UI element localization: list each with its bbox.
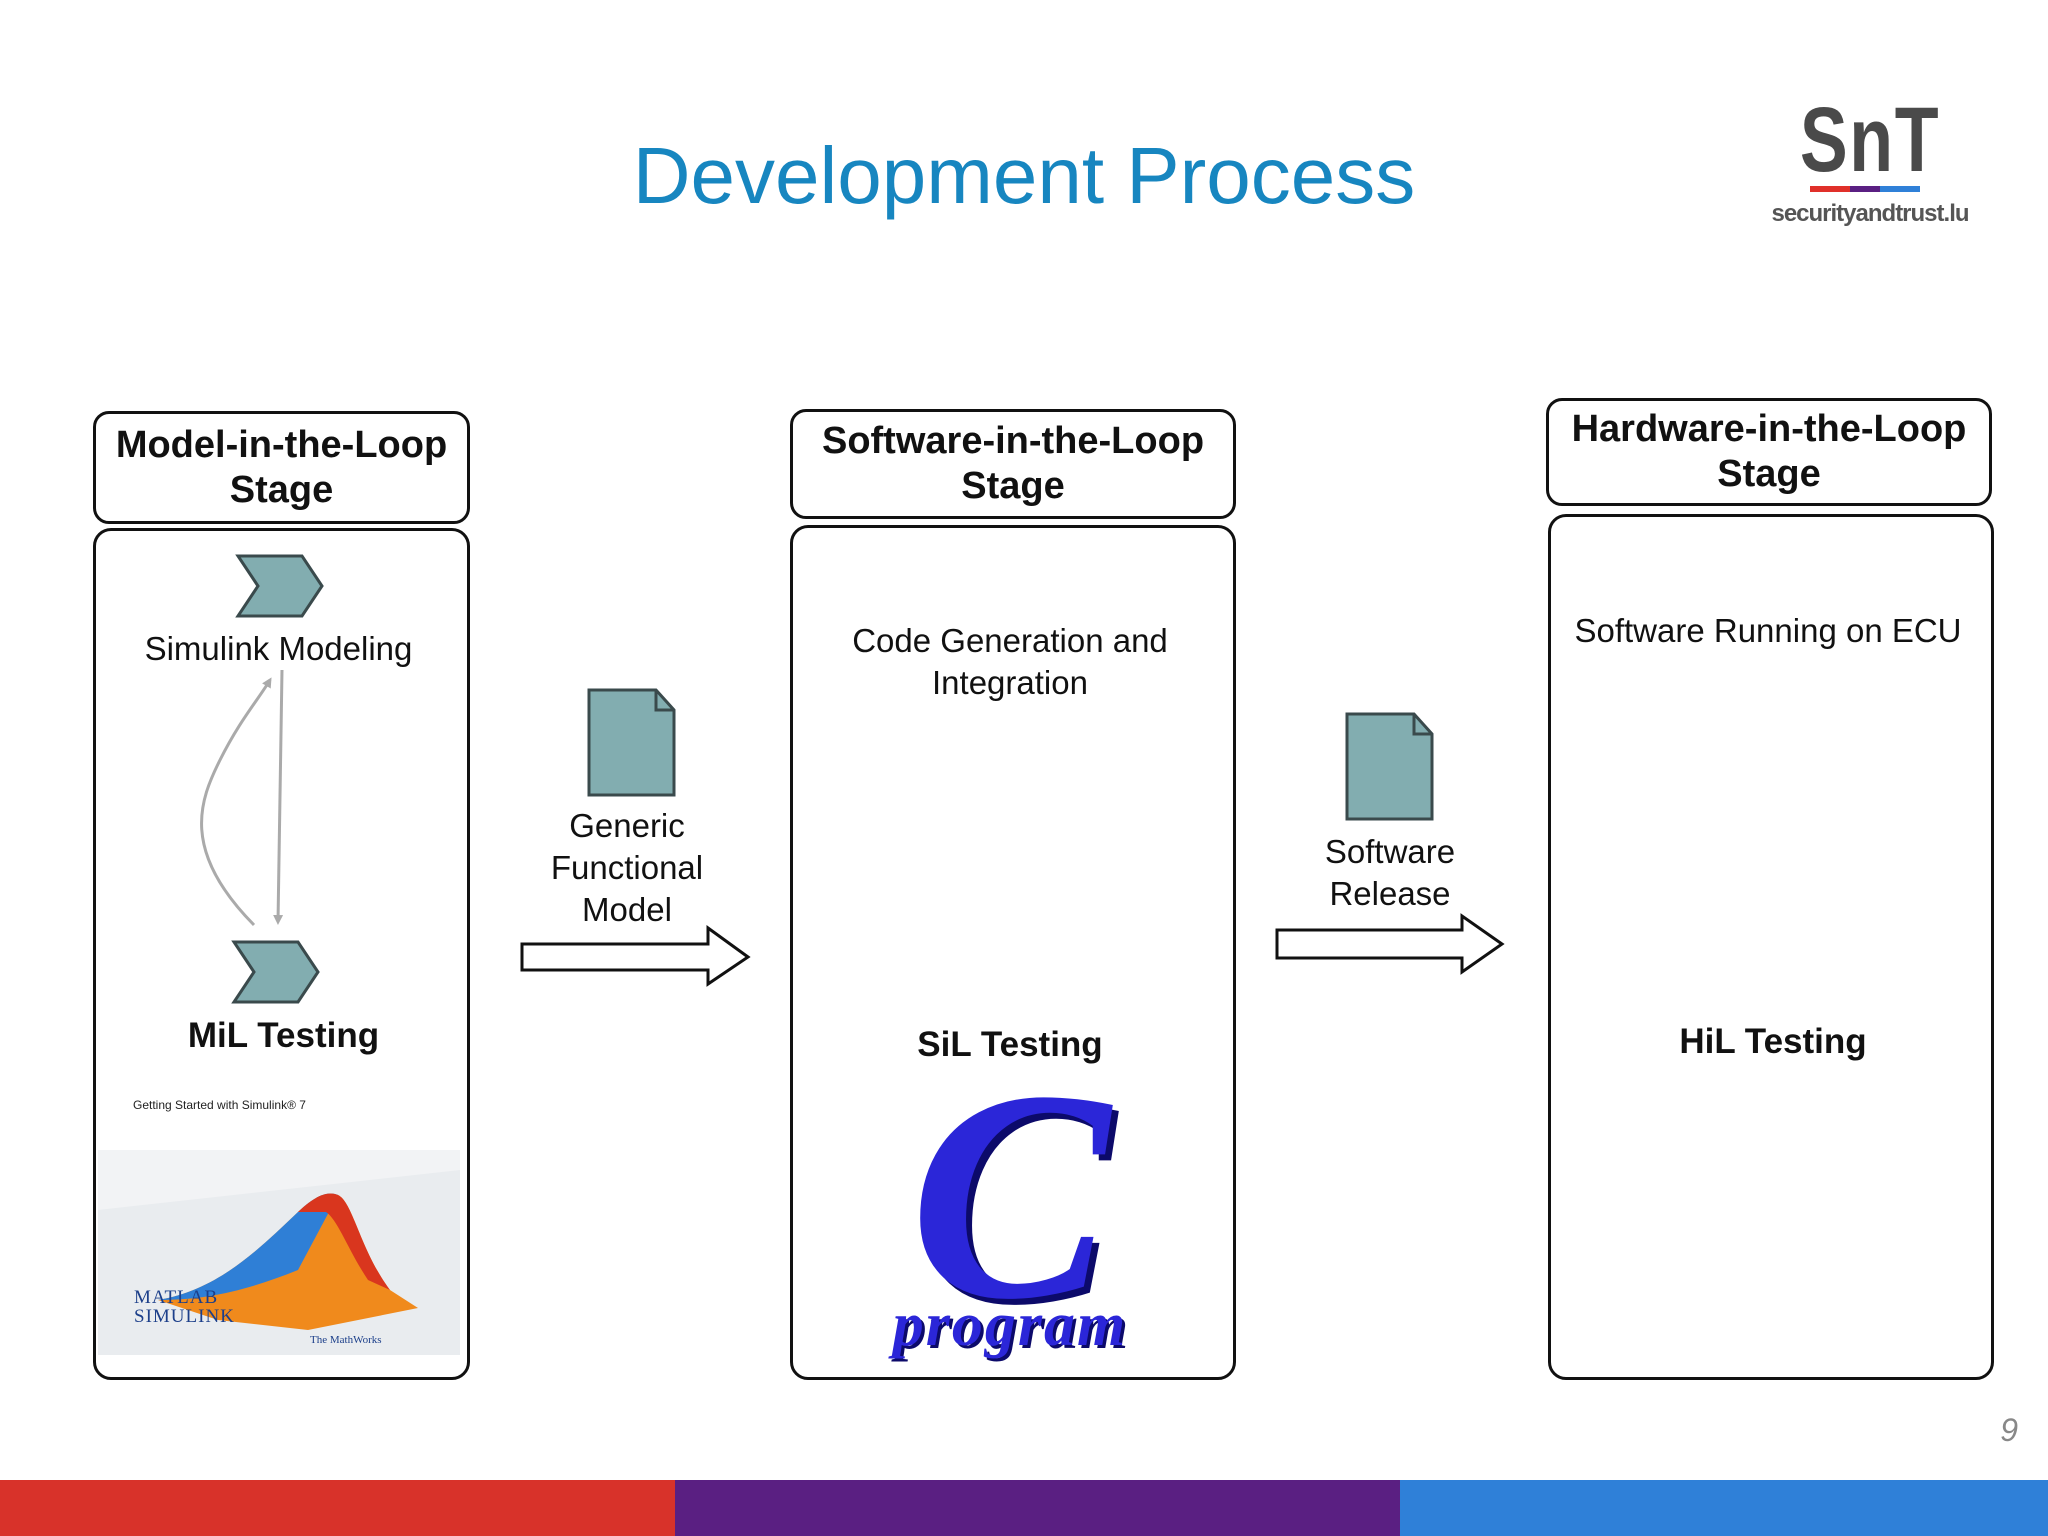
mathworks-label: The MathWorks (310, 1334, 382, 1346)
snt-logo: SnT securityandtrust.lu (1770, 88, 1970, 238)
stage-label-sil: Software-in-the-Loop Stage (790, 409, 1236, 519)
transition-label-model: Generic Functional Model (550, 807, 704, 928)
step-label-mil: Simulink Modeling (144, 630, 413, 667)
step-label-hil: Software Running on ECU (1574, 612, 1962, 649)
footer-band-purple (675, 1480, 1400, 1536)
testing-chevron-icon (231, 940, 320, 1004)
stage-label-mil: Model-in-the-Loop Stage (93, 411, 470, 524)
logo-bar-red (1810, 186, 1850, 192)
footer-band-red (0, 1480, 675, 1536)
slide-title: Development Process (632, 131, 1416, 220)
footer-band-blue (1400, 1480, 2048, 1536)
transition-label-release: Software Release (1324, 833, 1456, 912)
step-chevron-icon (235, 554, 324, 618)
stage-label-hil: Hardware-in-the-Loop Stage (1546, 398, 1992, 506)
logo-bar-blue (1880, 186, 1920, 192)
testing-label-sil: SiL Testing (917, 1025, 1103, 1064)
page-number: 9 (2000, 1412, 2018, 1448)
simulink-cover-header: Getting Started with Simulink® 7 (133, 1098, 306, 1112)
loop-arrow-up (200, 677, 272, 927)
transition-arrow-icon (1275, 913, 1505, 975)
logo-mark: SnT (1799, 89, 1941, 191)
c-letter-logo: C (909, 1029, 1111, 1361)
simulink-cover-image (98, 1150, 460, 1355)
document-icon (587, 688, 676, 797)
stage-panel-sil (790, 525, 1236, 1380)
step-label-sil: Code Generation and Integration (852, 622, 1168, 701)
document-icon (1345, 712, 1434, 821)
logo-url: securityandtrust.lu (1771, 200, 1969, 227)
testing-label-hil: HiL Testing (1679, 1022, 1867, 1061)
loop-arrow-down (273, 669, 284, 925)
transition-arrow-icon (520, 925, 751, 987)
testing-label-mil: MiL Testing (187, 1016, 380, 1055)
program-word-logo: program (892, 1291, 1128, 1359)
logo-bar-purple (1850, 186, 1880, 192)
stage-panel-hil (1548, 514, 1994, 1380)
simulink-product-name: MATLAB SIMULINK (134, 1287, 235, 1327)
